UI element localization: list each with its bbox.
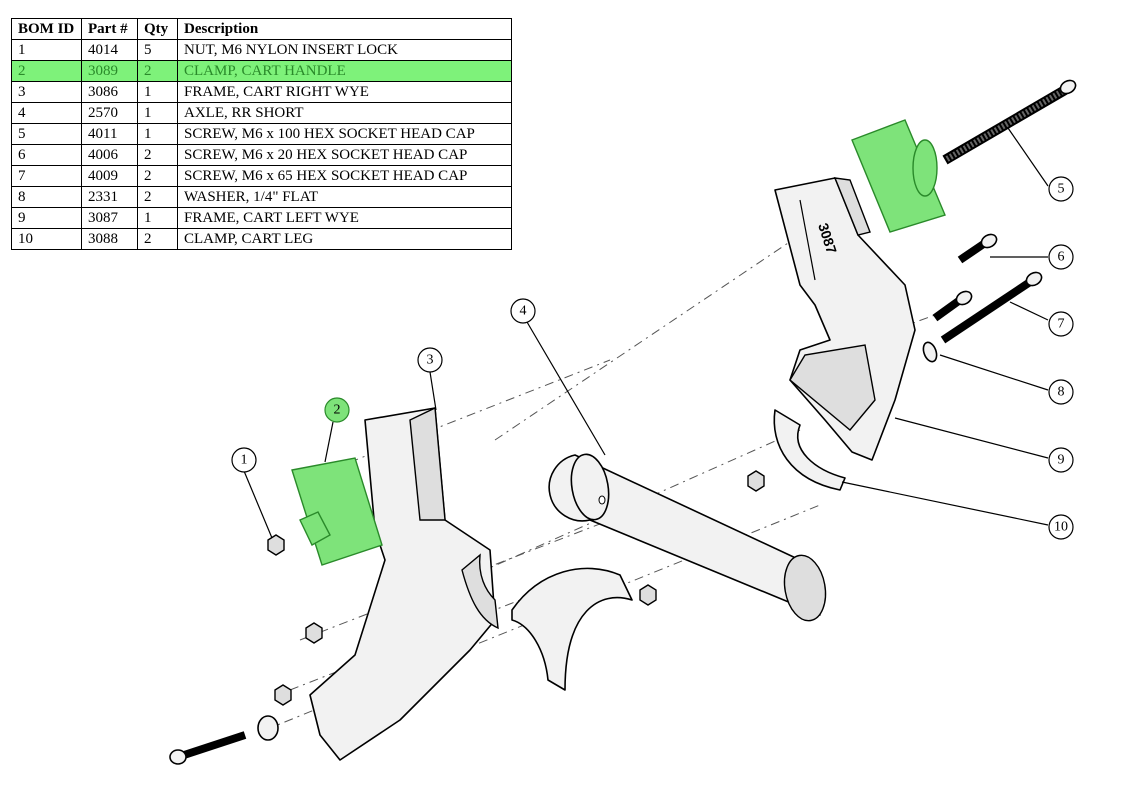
bom-cell-id: 3 xyxy=(11,81,82,103)
bom-cell-description: SCREW, M6 x 100 HEX SOCKET HEAD CAP xyxy=(177,123,512,145)
bom-cell-part: 4009 xyxy=(81,165,138,187)
bom-header-qty: Qty xyxy=(137,18,178,40)
callout-5-label: 5 xyxy=(1058,182,1065,197)
clamp-cart-handle-left xyxy=(291,457,383,566)
screw-m6-100 xyxy=(942,79,1077,165)
callout-8-label: 8 xyxy=(1058,385,1065,400)
callout-8: 8 xyxy=(1048,379,1074,405)
callout-5: 5 xyxy=(1048,176,1074,202)
callout-2-label: 2 xyxy=(334,403,341,418)
callout-1: 1 xyxy=(231,447,257,473)
callout-7-label: 7 xyxy=(1058,317,1065,332)
bom-cell-description: CLAMP, CART LEG xyxy=(177,228,512,250)
clamp-cart-leg-lower xyxy=(511,567,633,691)
bom-cell-description: WASHER, 1/4" FLAT xyxy=(177,186,512,208)
bom-cell-description: SCREW, M6 x 20 HEX SOCKET HEAD CAP xyxy=(177,144,512,166)
callout-10: 10 xyxy=(1048,514,1074,540)
screw-m6-20 xyxy=(932,233,998,322)
callout-7: 7 xyxy=(1048,311,1074,337)
bom-cell-part: 3089 xyxy=(81,60,138,82)
callout-leaders xyxy=(243,127,1049,539)
bom-cell-description: FRAME, CART RIGHT WYE xyxy=(177,81,512,103)
callout-3-label: 3 xyxy=(427,353,434,368)
bom-cell-id: 7 xyxy=(11,165,82,187)
callout-4: 4 xyxy=(510,298,536,324)
bom-cell-id: 10 xyxy=(11,228,82,250)
bom-cell-qty: 2 xyxy=(137,165,178,187)
callout-10-label: 10 xyxy=(1054,520,1068,535)
screw-m6-65 xyxy=(169,271,1043,765)
bom-cell-qty: 2 xyxy=(137,228,178,250)
callout-4-label: 4 xyxy=(520,304,527,319)
callout-3: 3 xyxy=(417,347,443,373)
bom-header-part: Part # xyxy=(81,18,138,40)
bom-cell-part: 3088 xyxy=(81,228,138,250)
callout-6-label: 6 xyxy=(1058,250,1065,265)
washers xyxy=(257,341,938,741)
bom-cell-description: NUT, M6 NYLON INSERT LOCK xyxy=(177,39,512,61)
clamp-cart-leg-upper xyxy=(773,409,846,491)
bom-cell-part: 2570 xyxy=(81,102,138,124)
bom-cell-qty: 1 xyxy=(137,123,178,145)
frame-cart-left-wye: 3087 xyxy=(774,177,916,461)
callout-1-label: 1 xyxy=(241,453,248,468)
bom-cell-part: 3086 xyxy=(81,81,138,103)
bom-cell-qty: 2 xyxy=(137,60,178,82)
bom-cell-part: 2331 xyxy=(81,186,138,208)
frame-cart-right-wye xyxy=(309,406,499,761)
nuts xyxy=(267,470,765,706)
callout-9: 9 xyxy=(1048,447,1074,473)
callout-2: 2 xyxy=(324,397,350,423)
clamp-cart-handle-right xyxy=(851,119,946,233)
bom-cell-qty: 1 xyxy=(137,102,178,124)
bom-cell-description: FRAME, CART LEFT WYE xyxy=(177,207,512,229)
bom-header-id: BOM ID xyxy=(11,18,82,40)
callout-9-label: 9 xyxy=(1058,453,1065,468)
bom-cell-description: CLAMP, CART HANDLE xyxy=(177,60,512,82)
bom-cell-id: 4 xyxy=(11,102,82,124)
bom-cell-id: 1 xyxy=(11,39,82,61)
bom-cell-id: 9 xyxy=(11,207,82,229)
axle xyxy=(548,453,827,622)
bom-cell-part: 4014 xyxy=(81,39,138,61)
callout-6: 6 xyxy=(1048,244,1074,270)
bom-header-row: BOM ID Part # Qty Description xyxy=(11,18,512,40)
